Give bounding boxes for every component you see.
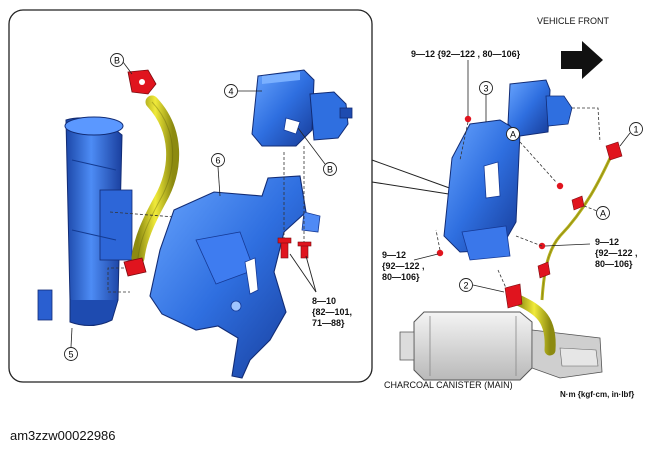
callout-1: 1 <box>619 122 643 147</box>
svg-text:4: 4 <box>228 87 233 97</box>
torque-bracket-3: 71—88} <box>312 318 345 328</box>
svg-text:A: A <box>510 130 516 140</box>
torque-left-2: {92—122 , <box>382 261 425 271</box>
callout-5: 5 <box>64 327 78 361</box>
callout-6: 6 <box>211 153 225 197</box>
callout-3: 3 <box>479 81 493 122</box>
torque-unit-label: N·m {kgf·cm, in·lbf} <box>560 390 635 399</box>
vehicle-front-label: VEHICLE FRONT <box>537 16 610 26</box>
purge-valve-assembly <box>251 69 353 147</box>
svg-text:6: 6 <box>215 156 220 166</box>
frame-leader-top <box>371 159 456 191</box>
frame-leader-bottom <box>371 181 456 196</box>
callout-A-lower: A <box>596 206 610 220</box>
charcoal-canister-sub <box>37 116 133 326</box>
svg-text:A: A <box>600 209 606 219</box>
charcoal-canister-main <box>399 311 603 381</box>
svg-text:5: 5 <box>68 350 73 360</box>
torque-left-3: 80—106} <box>382 272 420 282</box>
main-component-label: CHARCOAL CANISTER (MAIN) <box>384 380 513 390</box>
callout-2: 2 <box>459 278 505 293</box>
torque-bracket-2: {82—101, <box>312 307 353 317</box>
svg-text:2: 2 <box>463 281 468 291</box>
svg-text:B: B <box>114 56 120 66</box>
evap-hose <box>131 95 180 265</box>
hose-clamp-bottom <box>123 257 147 277</box>
vehicle-front-arrow <box>561 41 603 79</box>
bracket-bolts <box>277 237 312 259</box>
callout-A-upper: A <box>506 127 520 141</box>
torque-left-1: 9—12 <box>382 250 407 260</box>
torque-right-2: {92—122 , <box>595 248 638 258</box>
callout-B-mid: B <box>297 127 337 176</box>
torque-bracket-1: 8—10 <box>312 296 337 306</box>
main-evap-hose <box>512 294 556 356</box>
svg-text:B: B <box>327 165 333 175</box>
torque-right-1: 9—12 <box>595 237 620 247</box>
svg-text:1: 1 <box>633 125 638 135</box>
main-blue-assembly <box>443 79 573 261</box>
svg-text:3: 3 <box>483 84 488 94</box>
callout-B-top: B <box>110 53 133 75</box>
torque-right-3: 80—106} <box>595 259 633 269</box>
figure-id: am3zzw00022986 <box>10 428 116 443</box>
hose-clamp-top <box>127 69 157 95</box>
torque-top: 9—12 {92—122 , 80—106} <box>411 49 521 59</box>
callout-4: 4 <box>224 84 262 98</box>
canister-bracket <box>149 175 321 379</box>
